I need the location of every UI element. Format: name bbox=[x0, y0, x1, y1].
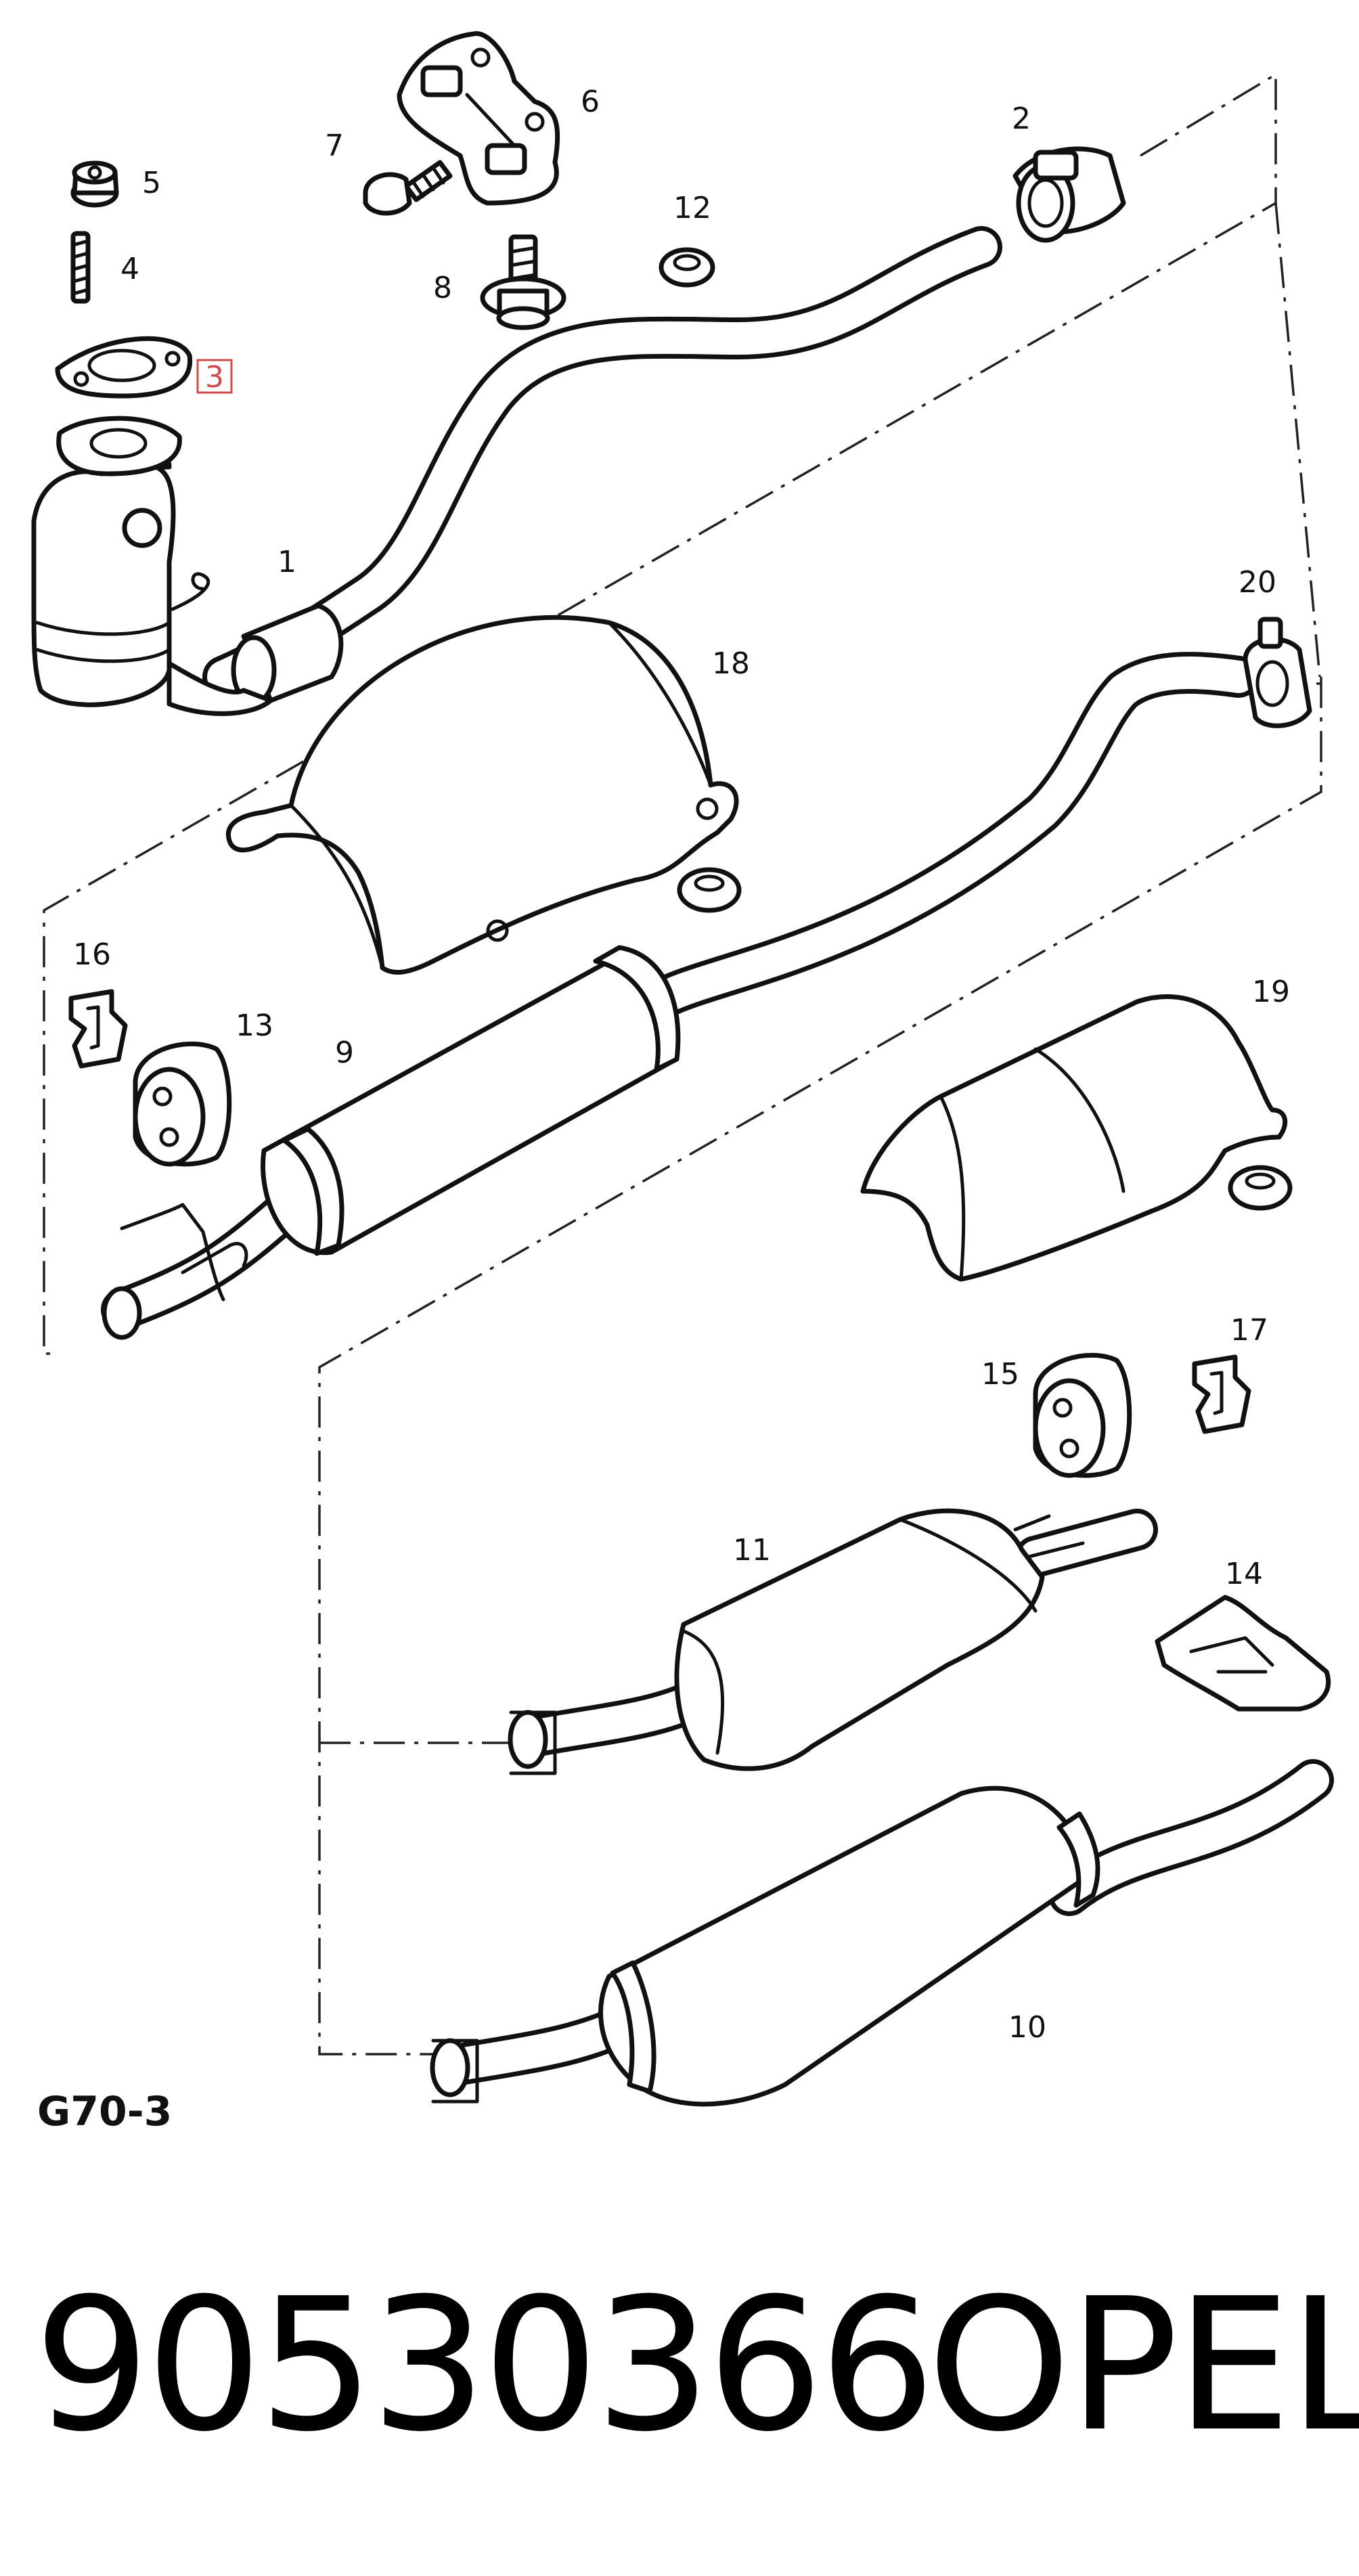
part-14-bracket[interactable] bbox=[1155, 1595, 1331, 1712]
part-4-stud[interactable] bbox=[70, 231, 91, 304]
part-15-rubber-mount[interactable] bbox=[1033, 1352, 1132, 1478]
callout-labels: 1 2 3 4 5 6 7 8 9 10 11 12 13 14 15 16 1… bbox=[73, 85, 1290, 2045]
callout-13: 13 bbox=[236, 1008, 273, 1043]
callout-3-box bbox=[196, 359, 233, 394]
part-6-bracket[interactable] bbox=[397, 31, 560, 206]
callout-6: 6 bbox=[581, 85, 600, 119]
callout-3: 3 bbox=[205, 360, 224, 395]
part-8-flange-bolt[interactable] bbox=[480, 234, 566, 330]
part-number: 90530366 bbox=[34, 2259, 935, 2472]
part-2-clamp[interactable] bbox=[1012, 146, 1126, 243]
part-19-nut[interactable] bbox=[1228, 1165, 1293, 1211]
callout-19: 19 bbox=[1252, 975, 1290, 1009]
part-16-clip[interactable] bbox=[68, 989, 128, 1069]
part-1-catalytic-converter-front-pipe[interactable] bbox=[31, 226, 1002, 716]
callout-1: 1 bbox=[277, 545, 296, 579]
part-7-bolt[interactable] bbox=[363, 160, 453, 216]
callout-16: 16 bbox=[73, 937, 111, 972]
callout-8: 8 bbox=[433, 271, 452, 305]
callout-12: 12 bbox=[673, 191, 711, 225]
callout-11: 11 bbox=[733, 1533, 771, 1568]
callout-14: 14 bbox=[1225, 1557, 1263, 1591]
part-9-middle-silencer[interactable] bbox=[101, 652, 1260, 1340]
part-17-clip[interactable] bbox=[1192, 1354, 1251, 1434]
callout-9: 9 bbox=[335, 1036, 354, 1070]
part-20-clamp[interactable] bbox=[1243, 617, 1312, 728]
callout-5: 5 bbox=[142, 166, 161, 200]
part-3-gasket[interactable] bbox=[55, 336, 193, 399]
callout-10: 10 bbox=[1008, 2010, 1046, 2045]
part-5-nut[interactable] bbox=[70, 160, 119, 208]
callout-20: 20 bbox=[1239, 565, 1276, 600]
brand-name: OPEL bbox=[927, 2259, 1359, 2472]
footer: 90530366 OPEL bbox=[0, 2254, 1359, 2477]
part-13-rubber-mount[interactable] bbox=[133, 1041, 232, 1167]
callout-18: 18 bbox=[712, 646, 750, 681]
part-18-nut[interactable] bbox=[677, 867, 742, 913]
part-10-rear-silencer-long[interactable] bbox=[430, 1759, 1334, 2107]
part-11-rear-silencer[interactable] bbox=[508, 1508, 1158, 1775]
section-code: G70-3 bbox=[37, 2088, 172, 2135]
callout-4: 4 bbox=[120, 252, 139, 286]
part-18-heat-shield[interactable] bbox=[226, 615, 739, 975]
callout-7: 7 bbox=[325, 129, 344, 163]
part-12-grommet[interactable] bbox=[659, 247, 715, 288]
callout-17: 17 bbox=[1230, 1313, 1268, 1348]
callout-2: 2 bbox=[1012, 102, 1031, 136]
part-19-heat-shield[interactable] bbox=[860, 994, 1288, 1282]
callout-15: 15 bbox=[981, 1357, 1019, 1392]
